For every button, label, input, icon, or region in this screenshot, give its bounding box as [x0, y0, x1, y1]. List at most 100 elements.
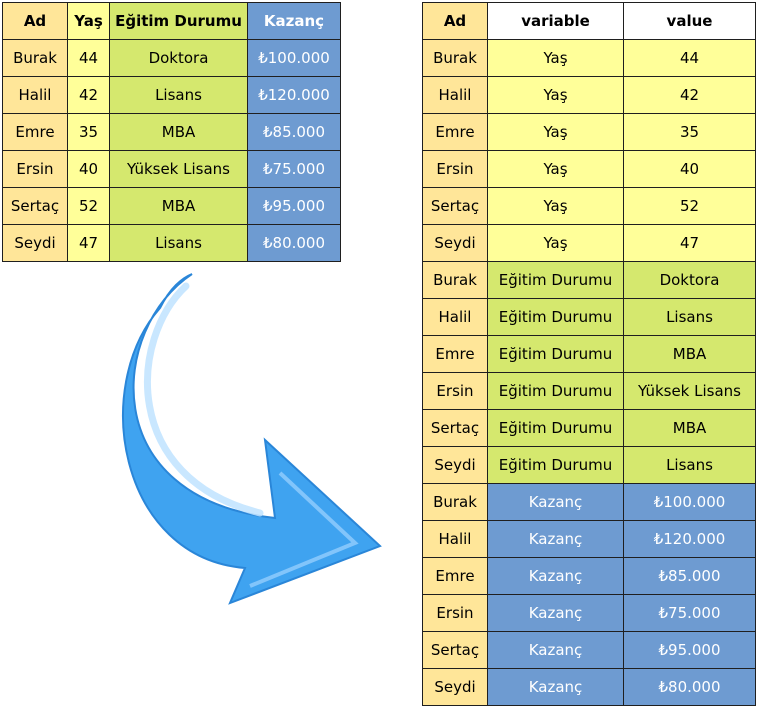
cell-ad: Ersin [422, 150, 488, 188]
cell-kazanc: ₺75.000 [247, 150, 341, 188]
cell-value: ₺120.000 [623, 520, 756, 558]
cell-ad: Burak [422, 39, 488, 77]
cell-ad: Halil [422, 520, 488, 558]
cell-value: 47 [623, 224, 756, 262]
table-row: Halil Eğitim Durumu Lisans [422, 298, 756, 336]
cell-variable: Eğitim Durumu [487, 298, 624, 336]
cell-ad: Burak [422, 261, 488, 299]
cell-ad: Ersin [422, 594, 488, 632]
cell-value: 40 [623, 150, 756, 188]
curved-arrow-icon [122, 273, 382, 605]
cell-variable: Kazanç [487, 594, 624, 632]
cell-ad: Halil [422, 298, 488, 336]
table-row: Emre Eğitim Durumu MBA [422, 335, 756, 373]
cell-yas: 42 [67, 76, 110, 114]
table-row: Sertaç 52 MBA ₺95.000 [2, 187, 341, 225]
cell-value: ₺85.000 [623, 557, 756, 595]
table-row: Halil Yaş 42 [422, 76, 756, 114]
table-row: Seydi Kazanç ₺80.000 [422, 668, 756, 706]
cell-ad: Sertaç [422, 409, 488, 447]
cell-kazanc: ₺95.000 [247, 187, 341, 225]
table-row: Burak Eğitim Durumu Doktora [422, 261, 756, 299]
long-header-variable: variable [487, 2, 624, 40]
cell-egitim: MBA [109, 187, 248, 225]
table-row: Ersin 40 Yüksek Lisans ₺75.000 [2, 150, 341, 188]
cell-variable: Kazanç [487, 668, 624, 706]
cell-value: Yüksek Lisans [623, 372, 756, 410]
cell-kazanc: ₺100.000 [247, 39, 341, 77]
table-row: Halil Kazanç ₺120.000 [422, 520, 756, 558]
cell-variable: Eğitim Durumu [487, 446, 624, 484]
cell-variable: Eğitim Durumu [487, 372, 624, 410]
long-header-value: value [623, 2, 756, 40]
wide-table: Ad Yaş Eğitim Durumu Kazanç Burak 44 Dok… [2, 2, 341, 262]
cell-value: Doktora [623, 261, 756, 299]
cell-variable: Kazanç [487, 557, 624, 595]
cell-ad: Emre [422, 335, 488, 373]
cell-value: ₺80.000 [623, 668, 756, 706]
long-table: Ad variable value Burak Yaş 44 Halil Yaş… [422, 2, 756, 706]
cell-variable: Yaş [487, 39, 624, 77]
table-row: Sertaç Eğitim Durumu MBA [422, 409, 756, 447]
cell-value: 52 [623, 187, 756, 225]
cell-ad: Emre [2, 113, 68, 151]
table-row: Burak Yaş 44 [422, 39, 756, 77]
cell-kazanc: ₺120.000 [247, 76, 341, 114]
cell-value: ₺100.000 [623, 483, 756, 521]
table-row: Ersin Yaş 40 [422, 150, 756, 188]
long-table-header-row: Ad variable value [422, 2, 756, 40]
cell-variable: Kazanç [487, 631, 624, 669]
wide-header-egitim: Eğitim Durumu [109, 2, 248, 40]
cell-value: ₺75.000 [623, 594, 756, 632]
table-row: Ersin Kazanç ₺75.000 [422, 594, 756, 632]
cell-ad: Seydi [422, 668, 488, 706]
table-row: Burak Kazanç ₺100.000 [422, 483, 756, 521]
cell-value: 35 [623, 113, 756, 151]
cell-variable: Yaş [487, 187, 624, 225]
cell-variable: Yaş [487, 113, 624, 151]
cell-value: 44 [623, 39, 756, 77]
cell-ad: Ersin [422, 372, 488, 410]
table-row: Sertaç Kazanç ₺95.000 [422, 631, 756, 669]
cell-variable: Kazanç [487, 520, 624, 558]
cell-value: 42 [623, 76, 756, 114]
cell-ad: Sertaç [2, 187, 68, 225]
wide-header-yas: Yaş [67, 2, 110, 40]
table-row: Halil 42 Lisans ₺120.000 [2, 76, 341, 114]
cell-ad: Burak [2, 39, 68, 77]
cell-ad: Seydi [422, 446, 488, 484]
cell-egitim: Lisans [109, 224, 248, 262]
cell-kazanc: ₺80.000 [247, 224, 341, 262]
table-row: Sertaç Yaş 52 [422, 187, 756, 225]
cell-value: MBA [623, 335, 756, 373]
table-row: Seydi 47 Lisans ₺80.000 [2, 224, 341, 262]
cell-egitim: Lisans [109, 76, 248, 114]
cell-egitim: MBA [109, 113, 248, 151]
cell-egitim: Doktora [109, 39, 248, 77]
cell-egitim: Yüksek Lisans [109, 150, 248, 188]
cell-ad: Ersin [2, 150, 68, 188]
wide-header-ad: Ad [2, 2, 68, 40]
table-row: Seydi Eğitim Durumu Lisans [422, 446, 756, 484]
table-row: Emre Yaş 35 [422, 113, 756, 151]
cell-variable: Kazanç [487, 483, 624, 521]
cell-yas: 44 [67, 39, 110, 77]
cell-value: MBA [623, 409, 756, 447]
cell-ad: Halil [422, 76, 488, 114]
cell-ad: Seydi [422, 224, 488, 262]
long-header-ad: Ad [422, 2, 488, 40]
cell-variable: Eğitim Durumu [487, 261, 624, 299]
table-row: Emre 35 MBA ₺85.000 [2, 113, 341, 151]
table-row: Emre Kazanç ₺85.000 [422, 557, 756, 595]
table-row: Ersin Eğitim Durumu Yüksek Lisans [422, 372, 756, 410]
cell-yas: 52 [67, 187, 110, 225]
cell-variable: Eğitim Durumu [487, 409, 624, 447]
wide-header-kazanc: Kazanç [247, 2, 341, 40]
cell-value: Lisans [623, 298, 756, 336]
cell-yas: 35 [67, 113, 110, 151]
cell-ad: Emre [422, 557, 488, 595]
cell-value: ₺95.000 [623, 631, 756, 669]
cell-variable: Eğitim Durumu [487, 335, 624, 373]
cell-ad: Seydi [2, 224, 68, 262]
cell-yas: 47 [67, 224, 110, 262]
